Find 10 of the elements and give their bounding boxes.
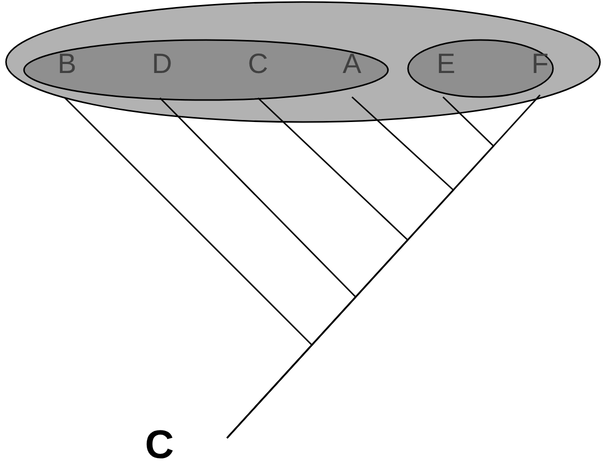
clade-ellipse: [6, 2, 600, 122]
taxon-label: E: [426, 50, 466, 97]
taxon-label: A: [332, 50, 372, 97]
taxon-label: B: [47, 50, 87, 98]
taxon-label: C: [238, 50, 278, 98]
taxon-label: F: [520, 50, 560, 95]
taxon-label: D: [142, 50, 182, 98]
clade-ellipse: [24, 40, 388, 100]
root-label: C: [145, 423, 226, 467]
clade-ellipse: [408, 40, 553, 97]
